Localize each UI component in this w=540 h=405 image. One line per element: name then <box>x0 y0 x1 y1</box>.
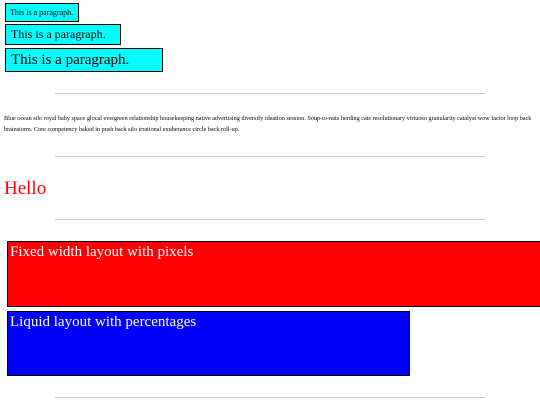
liquid-layout-box: Liquid layout with percentages <box>7 311 410 376</box>
horizontal-rule <box>55 397 485 398</box>
horizontal-rule <box>55 219 485 220</box>
lorem-paragraph: Blue ocean silo royal baby space glocal … <box>4 115 532 133</box>
paragraph-large: This is a paragraph. <box>5 48 163 72</box>
fixed-width-layout-box: Fixed width layout with pixels <box>7 241 540 307</box>
hello-heading: Hello <box>4 178 47 199</box>
paragraph-medium: This is a paragraph. <box>5 24 121 45</box>
paragraph-small: This is a paragraph. <box>5 3 79 22</box>
horizontal-rule <box>55 93 485 94</box>
horizontal-rule <box>55 156 485 157</box>
